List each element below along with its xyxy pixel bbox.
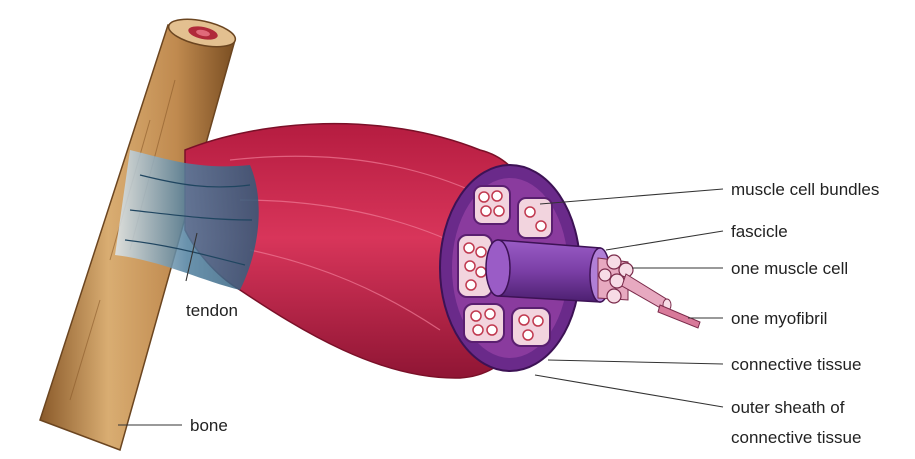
label-bone: bone [190,416,228,435]
muscle-cells [598,255,671,311]
bundle [512,308,550,346]
label-outer-sheath-line2: connective tissue [731,428,861,447]
leader-muscle-cell-bundles [540,189,723,204]
label-muscle-cell-bundles: muscle cell bundles [731,180,879,199]
label-one-muscle-cell: one muscle cell [731,259,848,278]
label-one-myofibril: one myofibril [731,309,827,328]
leader-fascicle [606,231,723,250]
myofibril [658,305,700,328]
label-tendon: tendon [186,301,238,320]
label-fascicle: fascicle [731,222,788,241]
leader-connective-tissue [548,360,723,364]
bundle [474,186,510,224]
bundle [464,304,504,342]
bundle [518,198,552,238]
leader-outer-sheath [535,375,723,407]
label-outer-sheath-line1: outer sheath of [731,398,845,417]
fascicle [486,240,610,302]
label-connective-tissue: connective tissue [731,355,861,374]
